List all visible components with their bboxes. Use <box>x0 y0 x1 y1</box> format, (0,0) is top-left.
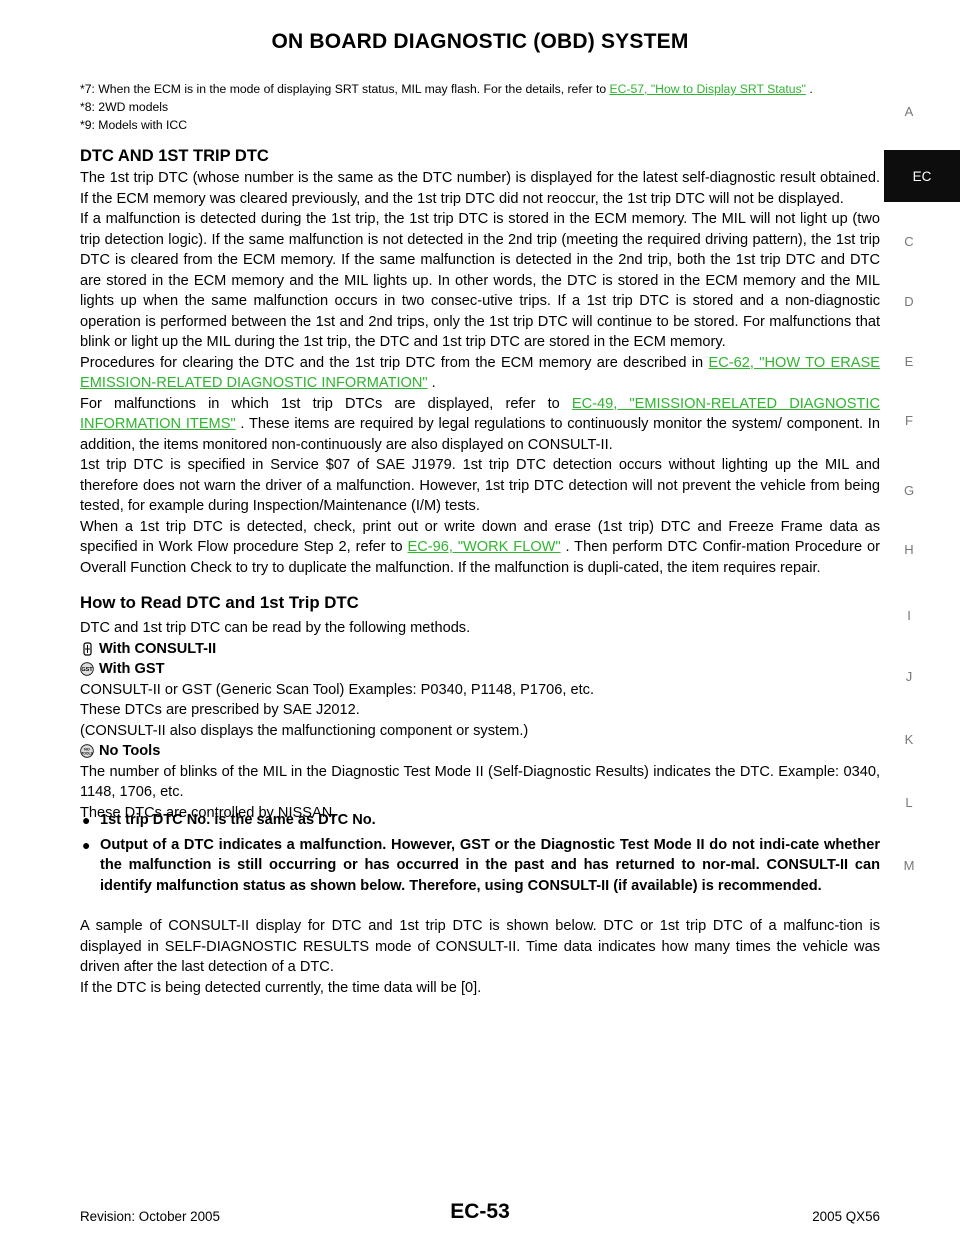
tab-a[interactable]: A <box>904 104 914 119</box>
paragraph: When a 1st trip DTC is detected, check, … <box>80 518 880 576</box>
consult-tool-icon <box>80 642 94 656</box>
paragraph: The 1st trip DTC (whose number is the sa… <box>80 170 880 207</box>
footer-page-number: EC-53 <box>450 1200 510 1223</box>
tab-j[interactable]: J <box>905 669 913 684</box>
tab-ec[interactable]: EC <box>884 150 960 202</box>
link-diagnostic-items[interactable]: EC-49, "EMISSION-RELATED DIAGNOSTIC INFO… <box>80 395 880 433</box>
paragraph: Procedures for clearing the DTC and the … <box>80 354 880 392</box>
footnote-7: *7: When the ECM is in the mode of displ… <box>80 82 813 96</box>
svg-text:NO: NO <box>84 748 90 752</box>
link-erase-info[interactable]: EC-62, "HOW TO ERASE EMISSION-RELATED DI… <box>80 354 880 392</box>
tab-f[interactable]: F <box>905 413 913 428</box>
footnote-8: *8: 2WD models <box>80 100 169 114</box>
bullet-icon: ● <box>82 836 91 853</box>
section-heading-read-dtc: How to Read DTC and 1st Trip DTC <box>80 593 359 612</box>
footnote-9: *9: Models with ICC <box>80 118 188 132</box>
paragraph: DTC and 1st trip DTC can be read by the … <box>80 620 471 636</box>
paragraph: These DTCs are prescribed by SAE J2012. <box>80 702 360 718</box>
tab-e[interactable]: E <box>904 354 914 369</box>
paragraph: The number of blinks of the MIL in the D… <box>80 763 880 801</box>
list-item: ●1st trip DTC No. is the same as DTC No. <box>80 810 880 831</box>
method-gst: GST With GST <box>80 661 165 677</box>
section-sample-body: A sample of CONSULT-II display for DTC a… <box>80 916 880 998</box>
svg-text:TOOLS: TOOLS <box>81 752 93 756</box>
section-dtc-body: The 1st trip DTC (whose number is the sa… <box>80 168 880 578</box>
bullet-icon: ● <box>82 812 91 828</box>
bullet-list: ●1st trip DTC No. is the same as DTC No.… <box>80 810 880 900</box>
footnotes: *7: When the ECM is in the mode of displ… <box>80 80 880 134</box>
footer-revision: Revision: October 2005 <box>80 1209 220 1224</box>
paragraph: If a malfunction is detected during the … <box>80 211 880 350</box>
paragraph: CONSULT-II or GST (Generic Scan Tool) Ex… <box>80 681 594 698</box>
tab-c[interactable]: C <box>904 234 914 249</box>
paragraph: 1st trip DTC is specified in Service $07… <box>80 457 880 514</box>
link-work-flow[interactable]: EC-96, "WORK FLOW" <box>407 539 561 555</box>
paragraph: These DTCs are controlled by NISSAN. <box>80 804 337 821</box>
paragraph: For malfunctions in which 1st trip DTCs … <box>80 395 880 453</box>
paragraph: If the DTC is being detected currently, … <box>80 979 482 996</box>
method-consult: With CONSULT-II <box>80 639 880 660</box>
paragraph: (CONSULT-II also displays the malfunctio… <box>80 722 529 739</box>
section-heading-dtc: DTC AND 1ST TRIP DTC <box>80 147 269 165</box>
tab-l[interactable]: L <box>905 795 913 810</box>
link-srt-status[interactable]: EC-57, "How to Display SRT Status" <box>609 82 807 96</box>
gst-icon: GST <box>80 662 94 676</box>
paragraph: A sample of CONSULT-II display for DTC a… <box>80 918 880 975</box>
section-read-dtc-body: DTC and 1st trip DTC can be read by the … <box>80 618 880 823</box>
tab-k[interactable]: K <box>904 732 914 747</box>
tab-i[interactable]: I <box>907 608 911 623</box>
svg-text:GST: GST <box>81 667 93 673</box>
list-item: ●Output of a DTC indicates a malfunction… <box>82 836 880 894</box>
footer-model: 2005 QX56 <box>812 1209 880 1224</box>
tab-g[interactable]: G <box>903 483 915 498</box>
tab-d[interactable]: D <box>904 294 914 309</box>
tab-m[interactable]: M <box>903 858 915 873</box>
page-title: ON BOARD DIAGNOSTIC (OBD) SYSTEM <box>271 30 689 53</box>
tab-h[interactable]: H <box>904 542 914 557</box>
